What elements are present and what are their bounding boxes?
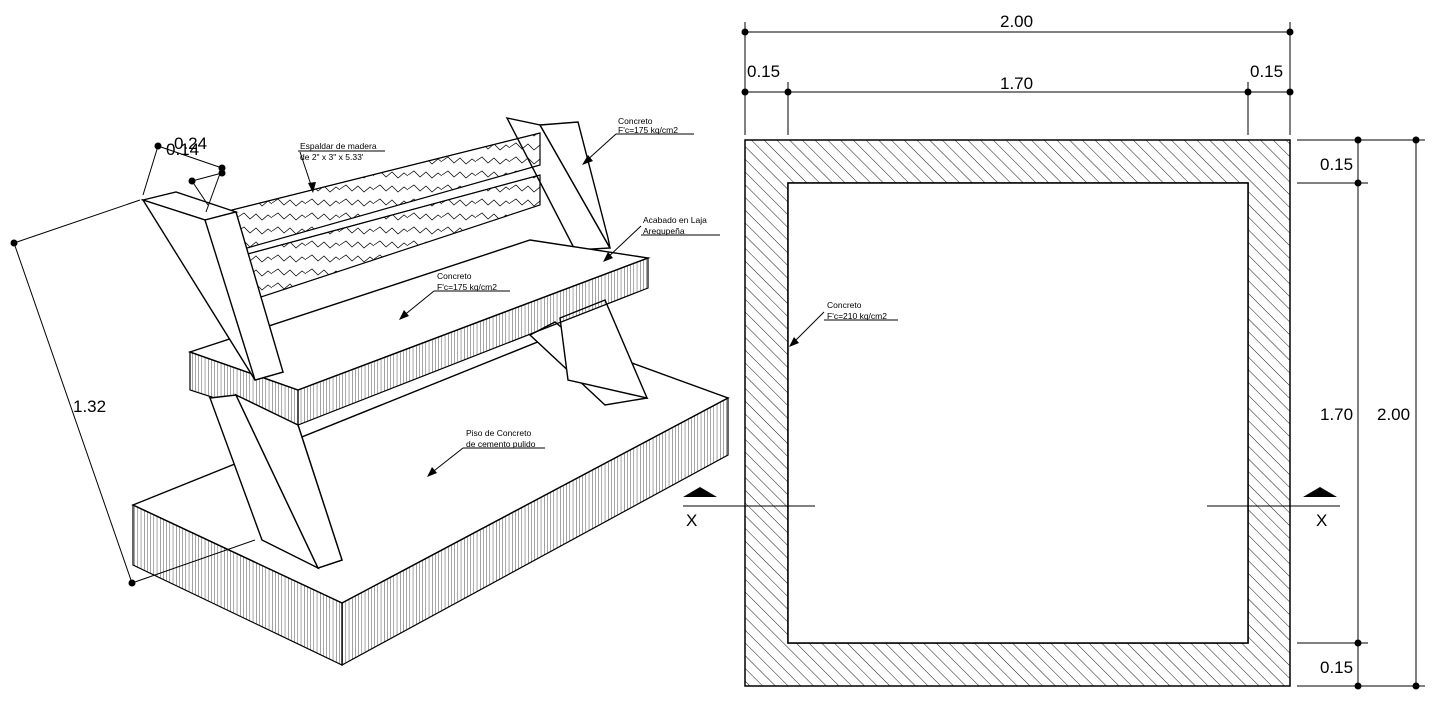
- left-post: [140, 191, 343, 570]
- note-seat-line2: F'c=175 kg/cm2: [437, 282, 497, 292]
- dim-height-breakdown: 0.15 1.70 0.15: [1297, 136, 1425, 690]
- note-post-line2: F'c=175 kg/cm2: [618, 125, 678, 135]
- dim-width-breakdown: 0.15 1.70 0.15: [741, 62, 1294, 135]
- note-floor-line1: Piso de Concreto: [466, 428, 531, 438]
- dim-height-132: 1.32: [10, 199, 256, 587]
- note-finish-line1: Acabado en Laja: [643, 215, 707, 225]
- note-backrest-line1: Espaldar de madera: [300, 141, 377, 151]
- plan-view: 2.00 0.15 1.70 0.15 0.15 1: [683, 12, 1425, 690]
- note-backrest-line2: de 2" x 3" x 5.33': [300, 152, 364, 162]
- note-plan-concrete: Concreto F'c=210 kg/cm2: [789, 300, 898, 347]
- dim-top-wall-label: 0.15: [1320, 155, 1353, 174]
- dim-top-outer-label: 0.24: [174, 134, 207, 153]
- bench-isometric-view: 1.32 0.24 0.14 Espaldar de madera de 2" …: [10, 116, 730, 667]
- note-post-concrete: Concreto F'c=175 kg/cm2: [582, 116, 694, 165]
- dim-inner-width-label: 1.70: [1000, 74, 1033, 93]
- dim-overall-height-label: 2.00: [1377, 405, 1410, 424]
- dim-overall-width-label: 2.00: [1000, 12, 1033, 31]
- note-seat-line1: Concreto: [437, 271, 472, 281]
- note-seat-concrete: Concreto F'c=175 kg/cm2: [399, 271, 510, 320]
- seat-slab: [187, 239, 651, 426]
- note-floor: Piso de Concreto de cemento pulido: [427, 428, 545, 477]
- note-seat-finish: Acabado en Laja Arequpeña: [603, 215, 720, 262]
- dim-left-wall-label: 0.15: [747, 62, 780, 81]
- dim-right-wall-label: 0.15: [1250, 62, 1283, 81]
- dim-height-label: 1.32: [73, 397, 106, 416]
- note-plan-line1: Concreto: [827, 300, 862, 310]
- section-left-label: X: [686, 511, 697, 530]
- section-right-label: X: [1316, 511, 1327, 530]
- section-cut-line: X X: [683, 487, 1340, 530]
- note-post-line1: Concreto: [618, 116, 653, 126]
- note-floor-line2: de cemento pulido: [466, 439, 536, 449]
- dim-bottom-wall-label: 0.15: [1320, 658, 1353, 677]
- dim-inner-height-label: 1.70: [1320, 405, 1353, 424]
- note-finish-line2: Arequpeña: [643, 226, 685, 236]
- note-plan-line2: F'c=210 kg/cm2: [827, 311, 887, 321]
- dim-top-inner-label: 0.14: [166, 140, 199, 159]
- dim-top-widths: 0.24 0.14: [142, 134, 226, 213]
- dim-overall-height: 2.00: [1377, 136, 1420, 690]
- dim-overall-width: 2.00: [741, 12, 1294, 135]
- note-backrest: Espaldar de madera de 2" x 3" x 5.33': [298, 141, 385, 193]
